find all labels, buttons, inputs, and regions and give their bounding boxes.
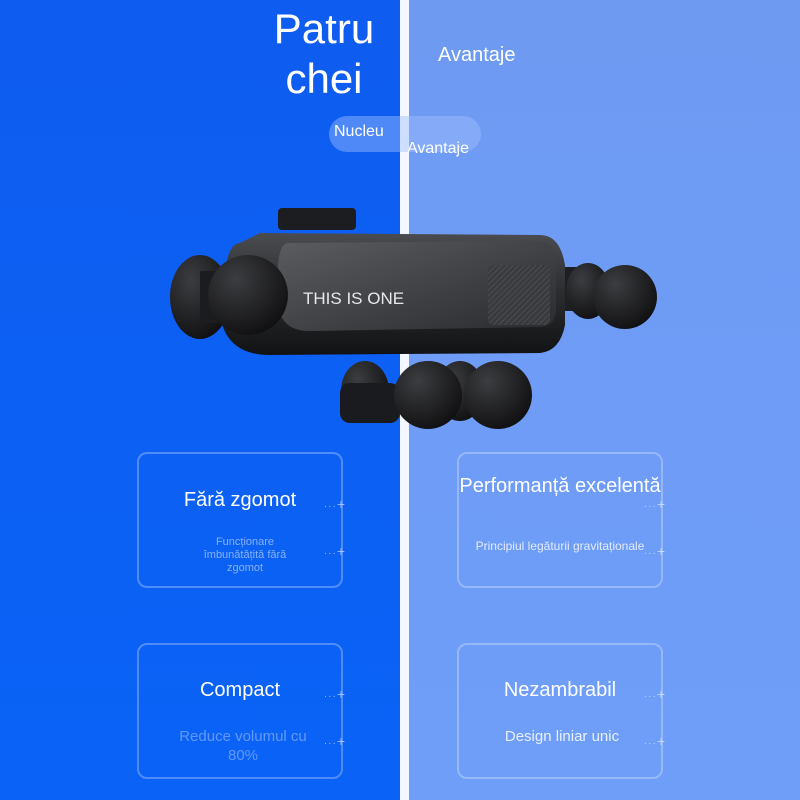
- bottom-knob-right: [464, 361, 532, 429]
- feature-description: Reduce volumul cu 80%: [179, 728, 307, 764]
- feature-description: Funcționare îmbunătățită fără zgomot: [203, 536, 287, 574]
- bottom-knob-left: [394, 361, 462, 429]
- top-clip: [278, 208, 356, 230]
- feature-card-performance: Performanță excelentă Principiul legătur…: [457, 452, 665, 588]
- front-panel: [278, 241, 556, 331]
- plus-icon: ···+: [643, 686, 665, 702]
- title-line-2: chei: [285, 55, 363, 102]
- tab-avantaje[interactable]: Avantaje: [407, 140, 469, 157]
- right-heading: Avantaje: [438, 44, 516, 66]
- plus-icon: ···+: [643, 733, 665, 749]
- textured-grip: [488, 265, 550, 325]
- feature-description: Principiul legăturii gravitaționale: [475, 539, 645, 553]
- feature-card-compact: Compact Reduce volumul cu 80% ···+ ···+: [137, 643, 345, 779]
- plus-icon: ···+: [643, 543, 665, 559]
- page-title: Patru chei: [250, 4, 398, 104]
- plus-icon: ···+: [323, 733, 345, 749]
- feature-title: Fără zgomot: [183, 489, 297, 511]
- plus-icon: ···+: [323, 686, 345, 702]
- feature-card-noiseless: Fără zgomot Funcționare îmbunătățită făr…: [137, 452, 345, 588]
- plus-icon: ···+: [323, 496, 345, 512]
- feature-title: Performanță excelentă: [459, 475, 661, 497]
- feature-title: Nezambrabil: [503, 679, 617, 701]
- feature-description: Design liniar unic: [504, 728, 620, 745]
- left-front-knob: [208, 255, 288, 335]
- left-panel-background: [0, 0, 400, 800]
- toggle-pill[interactable]: [329, 116, 481, 152]
- feature-title: Compact: [199, 679, 281, 701]
- right-arm-knob: [593, 265, 657, 329]
- brand-text: THIS IS ONE: [303, 289, 404, 308]
- plus-icon: ···+: [643, 496, 665, 512]
- feature-card-unbreakable: Nezambrabil Design liniar unic ···+ ···+: [457, 643, 665, 779]
- title-line-1: Patru: [273, 5, 375, 52]
- tab-nucleu[interactable]: Nucleu: [334, 123, 384, 140]
- phone-holder-image: THIS IS ONE: [170, 208, 657, 429]
- plus-icon: ···+: [323, 543, 345, 559]
